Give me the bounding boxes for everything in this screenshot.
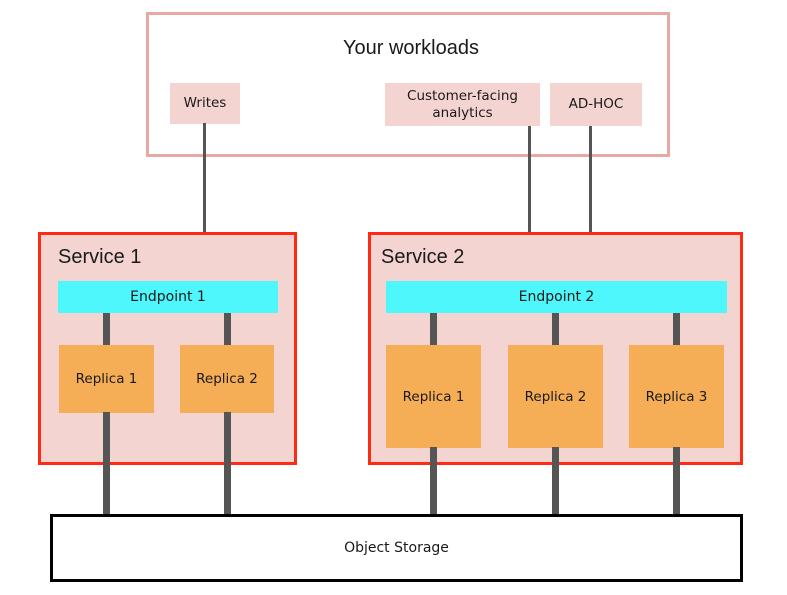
service-2-replica-2[interactable]: Replica 2	[508, 345, 603, 448]
link-endpoint1-to-s1-replica1	[103, 313, 110, 346]
link-endpoint2-to-s2-replica2	[552, 313, 559, 346]
service-2-title: Service 2	[381, 246, 465, 268]
service-2-replica-3[interactable]: Replica 3	[629, 345, 724, 448]
workload-chip-adhoc[interactable]: AD-HOC	[550, 83, 642, 126]
arrow-adhoc-to-endpoint2-shaft	[589, 126, 592, 256]
workload-chip-analytics[interactable]: Customer-facing analytics	[385, 83, 540, 126]
arrow-analytics-to-endpoint2-shaft	[528, 126, 531, 256]
workloads-title: Your workloads	[342, 37, 479, 59]
link-s1-replica2-to-storage	[224, 412, 231, 517]
service-1-title: Service 1	[58, 246, 142, 268]
endpoint-2[interactable]: Endpoint 2	[386, 281, 727, 313]
arrow-writes-to-endpoint1-shaft	[203, 123, 206, 256]
link-s1-replica1-to-storage	[103, 412, 110, 517]
link-endpoint1-to-s1-replica2	[224, 313, 231, 346]
link-endpoint2-to-s2-replica3	[673, 313, 680, 346]
object-storage[interactable]: Object Storage	[50, 514, 743, 582]
link-s2-replica3-to-storage	[673, 447, 680, 517]
workload-chip-writes[interactable]: Writes	[170, 83, 240, 124]
service-2-replica-1[interactable]: Replica 1	[386, 345, 481, 448]
link-s2-replica1-to-storage	[430, 447, 437, 517]
endpoint-1[interactable]: Endpoint 1	[58, 281, 278, 313]
link-s2-replica2-to-storage	[552, 447, 559, 517]
service-1-replica-1[interactable]: Replica 1	[59, 345, 154, 413]
link-endpoint2-to-s2-replica1	[430, 313, 437, 346]
service-1-replica-2[interactable]: Replica 2	[180, 345, 274, 413]
